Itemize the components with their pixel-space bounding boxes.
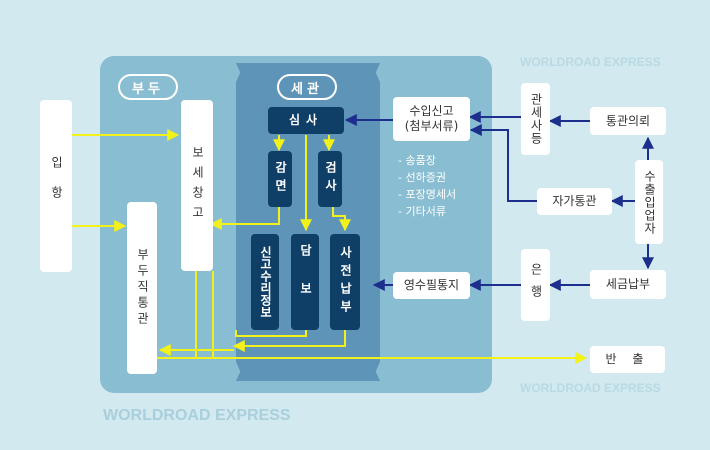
watermark-bottom-right: WORLDROAD EXPRESS <box>520 381 661 395</box>
watermark-bottom-left: WORLDROAD EXPRESS <box>103 407 291 424</box>
arrow-self-to-import <box>469 124 537 202</box>
bonded-warehouse-box: 보세창고 <box>181 100 213 271</box>
bank-box: 은행 <box>521 249 550 321</box>
arrow-prepay-to-acceptance <box>232 330 346 352</box>
document-item: 포장명세서 <box>398 186 456 203</box>
document-item: 기타서류 <box>398 203 456 220</box>
arrow-inspection-to-prepay <box>332 207 351 232</box>
self-clearance-box: 자가통관 <box>537 188 612 215</box>
import-declaration-label: 수입신고 <box>409 104 454 118</box>
import-declaration-sublabel: (첨부서류) <box>404 119 459 133</box>
pier-section-label: 부두 <box>118 74 178 100</box>
document-item: 송품장 <box>398 152 456 169</box>
tax-payment-box: 세금납부 <box>590 270 666 299</box>
arrival-box: 입항 <box>40 100 72 272</box>
pre-payment-box: 사전납부 <box>330 234 360 330</box>
customs-section-label: 세관 <box>277 74 337 100</box>
arrow-deferral-to-warehouse <box>209 207 280 230</box>
attached-documents-list: 송품장 선하증권 포장명세서 기타서류 <box>398 152 456 220</box>
receipt-notice-box: 영수필통지 <box>393 272 470 299</box>
import-declaration-box: 수입신고 (첨부서류) <box>393 97 470 141</box>
importer-box: 수출입업자 <box>635 160 663 244</box>
clearance-request-box: 통관의뢰 <box>590 107 666 135</box>
arrow-guarantee-to-acceptance <box>235 330 307 337</box>
declaration-acceptance-box: 신고수리정보 <box>251 234 279 330</box>
watermark-top: WORLDROAD EXPRESS <box>520 55 661 69</box>
review-box: 심사 <box>268 107 344 134</box>
deferral-box: 감면 <box>268 151 292 207</box>
inspection-box: 검사 <box>318 151 342 207</box>
customs-broker-box: 관세사등 <box>521 83 550 155</box>
release-box: 반 출 <box>590 346 665 373</box>
pier-direct-clearance-box: 부두직통관 <box>127 202 157 374</box>
document-item: 선하증권 <box>398 169 456 186</box>
guarantee-box: 담보 <box>291 234 319 330</box>
